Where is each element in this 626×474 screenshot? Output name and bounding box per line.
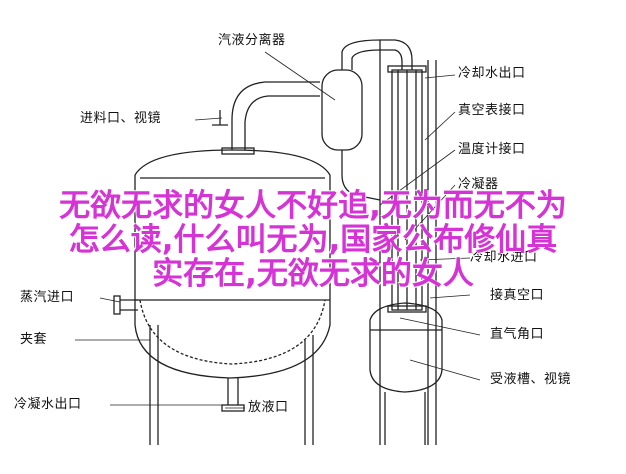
label-condensate-port: 冷凝器 [458,177,499,192]
heater-vessel [134,175,331,379]
condenser-top-flange [387,65,427,73]
label-cooling-water-outlet: 冷却水出口 [458,66,526,81]
overlay-text-line-1: 无欲无求的女人不好追,无为而无不为 [59,188,567,224]
vapor-riser [231,81,320,150]
label-jacket: 夹套 [20,332,48,347]
receiver-body [369,302,443,393]
label-vacuum-port: 接真空口 [490,288,545,303]
top-bend-inner [351,49,403,70]
label-condensate-outlet: 冷凝水出口 [14,397,82,412]
riser-flange [221,147,255,155]
label-receiver-sight-glass: 受液槽、视镜 [490,372,572,387]
overlay-text-line-2: 怎么读,什么叫无为,国家公布修仙真 [68,222,558,258]
label-drain-port: 放液口 [248,400,289,415]
label-thermometer-port: 温度计接口 [458,142,526,157]
jacket-shell [139,299,326,365]
condenser-bottom-flange [387,305,427,313]
label-steam-inlet: 蒸汽进口 [20,290,75,305]
label-vacuum-gauge-port: 真空表接口 [458,103,526,118]
vapor-riser-inner [244,95,320,150]
overlay-text-line-3: 实存在,无欲无求的女人 [152,256,474,292]
steam-pipe [120,299,138,311]
separator-body [321,69,363,151]
label-condenser-separator: 汽液分离器 [218,33,286,48]
leader-lines [75,51,481,409]
label-straight-angle-valve: 直气角口 [490,327,545,342]
separator-return [341,174,381,201]
feed-port [212,110,228,126]
label-cooling-water-inlet: 冷却水进口 [470,250,538,265]
top-bend [341,39,413,70]
label-feed-sight-glass: 进料口、视镜 [80,111,162,126]
steam-flange [113,295,121,315]
